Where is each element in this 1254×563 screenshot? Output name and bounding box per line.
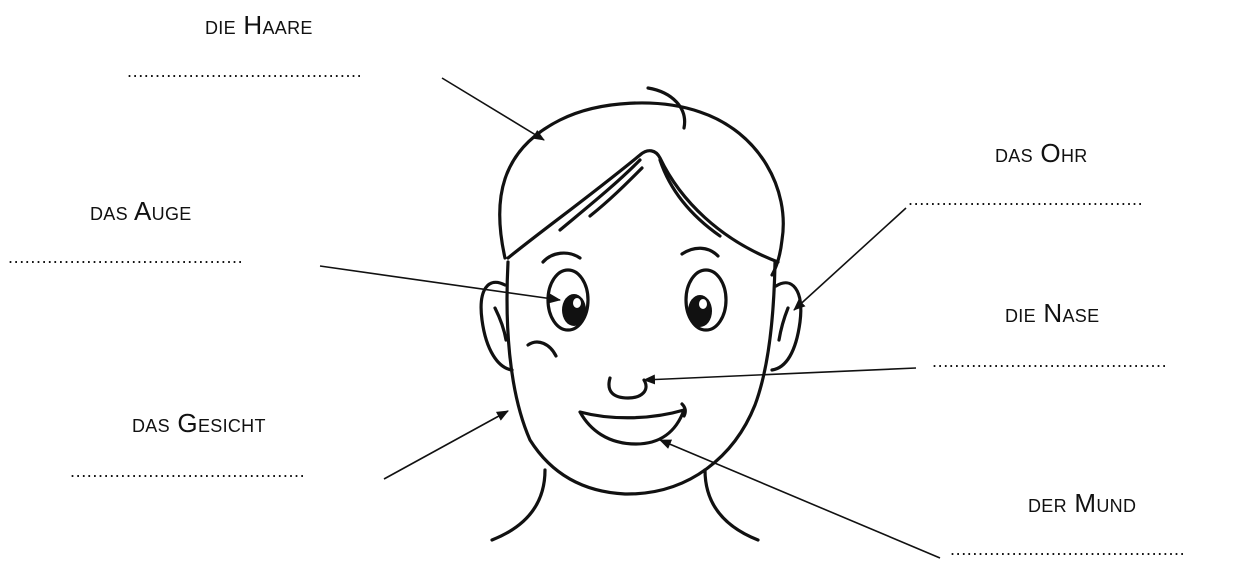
hair-strand [648,88,685,128]
hair-fringe-inner-1 [560,160,640,230]
left-eye-highlight [573,298,581,308]
right-pupil [688,295,712,327]
neck-right [705,470,758,540]
nose [609,378,646,398]
left-eyebrow [543,253,580,262]
neck-left [492,470,545,540]
label-mund: der Mund [1028,488,1136,519]
blank-nase[interactable]: ........................................… [932,352,1167,370]
label-auge: das Auge [90,196,192,227]
pointer-ohr [794,208,906,310]
label-ohr: das Ohr [995,138,1088,169]
blank-gesicht[interactable]: ........................................… [70,462,305,480]
pointer-nase [644,368,916,380]
right-eye-highlight [699,299,707,309]
right-ear-inner [779,308,788,340]
pointer-haare [442,78,544,140]
pointer-gesicht [384,411,508,479]
blank-ohr[interactable]: ........................................… [908,190,1143,208]
cheek-line [528,342,556,356]
hair-outline [500,103,784,275]
mouth [580,410,684,444]
blank-mund[interactable]: ........................................… [950,540,1185,558]
label-haare: die Haare [205,10,313,41]
pointer-auge [320,266,560,300]
label-gesicht: das Gesicht [132,408,266,439]
blank-haare[interactable]: ........................................… [127,62,362,80]
right-ear [772,283,801,370]
left-pupil [562,294,586,326]
right-eyebrow [682,248,718,256]
pointer-mund [660,440,940,558]
left-ear-inner [495,308,506,340]
label-nase: die Nase [1005,298,1099,329]
blank-auge[interactable]: ........................................… [8,248,243,266]
